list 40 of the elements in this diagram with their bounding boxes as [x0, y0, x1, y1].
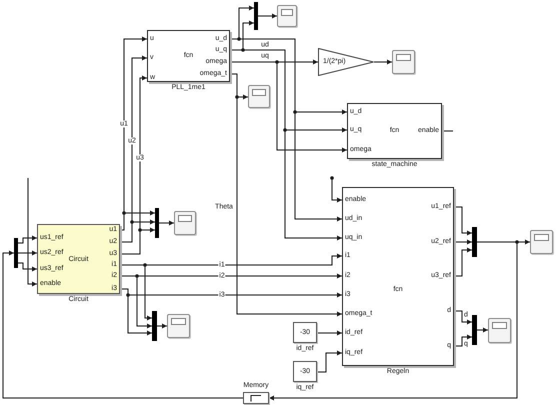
- signal-arrow: [258, 14, 278, 18]
- signal-arrow: [316, 330, 342, 336]
- signal-arrow: [476, 328, 488, 332]
- signal-arrow: [230, 62, 348, 152]
- signal-arrow: [120, 220, 156, 242]
- signal-arrow: [158, 220, 174, 226]
- signal-arrow: [120, 228, 156, 254]
- signal-arrow: [332, 178, 342, 202]
- scope-block: [174, 211, 196, 235]
- scope-block: [277, 5, 297, 27]
- scope-block: [248, 85, 270, 108]
- gain-block: [318, 48, 374, 76]
- signal-arrow: [454, 248, 472, 276]
- signal-arrow: [316, 350, 342, 372]
- mux-bar: [152, 311, 157, 341]
- mux-bar: [14, 238, 18, 268]
- signal-arrow: [454, 240, 472, 244]
- signal-arrow: [18, 236, 38, 244]
- signal-arrow: [28, 178, 38, 286]
- mux-bar: [254, 2, 258, 30]
- signal-arrow: [156, 324, 168, 328]
- signal-arrow: [120, 264, 152, 320]
- signal-arrow: [18, 250, 38, 256]
- signal-arrow: [120, 210, 156, 230]
- signal-arrow: [120, 288, 152, 336]
- signal-arrow: [454, 334, 472, 346]
- signal-arrow: [2, 250, 244, 398]
- mux-bar: [472, 315, 477, 345]
- mux-bar: [155, 208, 159, 238]
- signal-arrow: [374, 60, 392, 64]
- signal-arrow: [454, 206, 472, 236]
- scope-block: [167, 314, 190, 338]
- mux-bar: [472, 227, 477, 257]
- scope-block: [392, 50, 415, 74]
- signal-arrow: [18, 262, 38, 272]
- scope-block: [530, 230, 553, 254]
- signal-arrow: [120, 276, 152, 328]
- scope-block: [488, 318, 511, 343]
- signal-arrow: [454, 310, 472, 324]
- signal-arrow: [268, 242, 518, 400]
